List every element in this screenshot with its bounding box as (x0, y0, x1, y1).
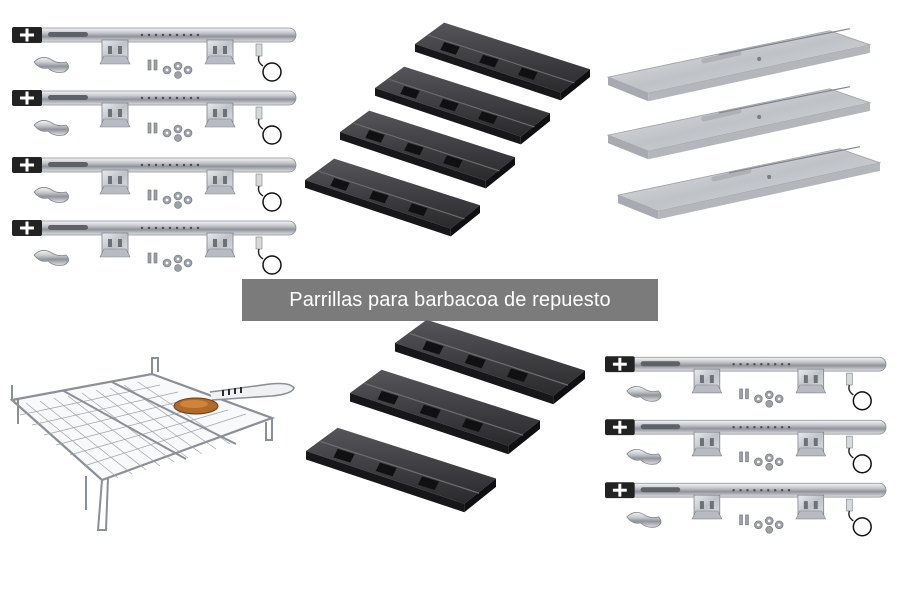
stainless-heat-plate (618, 147, 880, 220)
burner-tube-kit (604, 355, 887, 411)
caption-text: Parrillas para barbacoa de repuesto (289, 288, 611, 311)
burner-tube-kit (11, 156, 297, 212)
burner-tube-kit (11, 219, 297, 275)
burner-tube-kit (11, 26, 297, 82)
burner-tube-kit (604, 418, 887, 474)
burner-tube-kit (11, 89, 297, 145)
chrome-cooking-grate (9, 357, 295, 531)
burner-tube-kit (604, 481, 887, 537)
caption-banner: Parrillas para barbacoa de repuesto (242, 279, 658, 321)
